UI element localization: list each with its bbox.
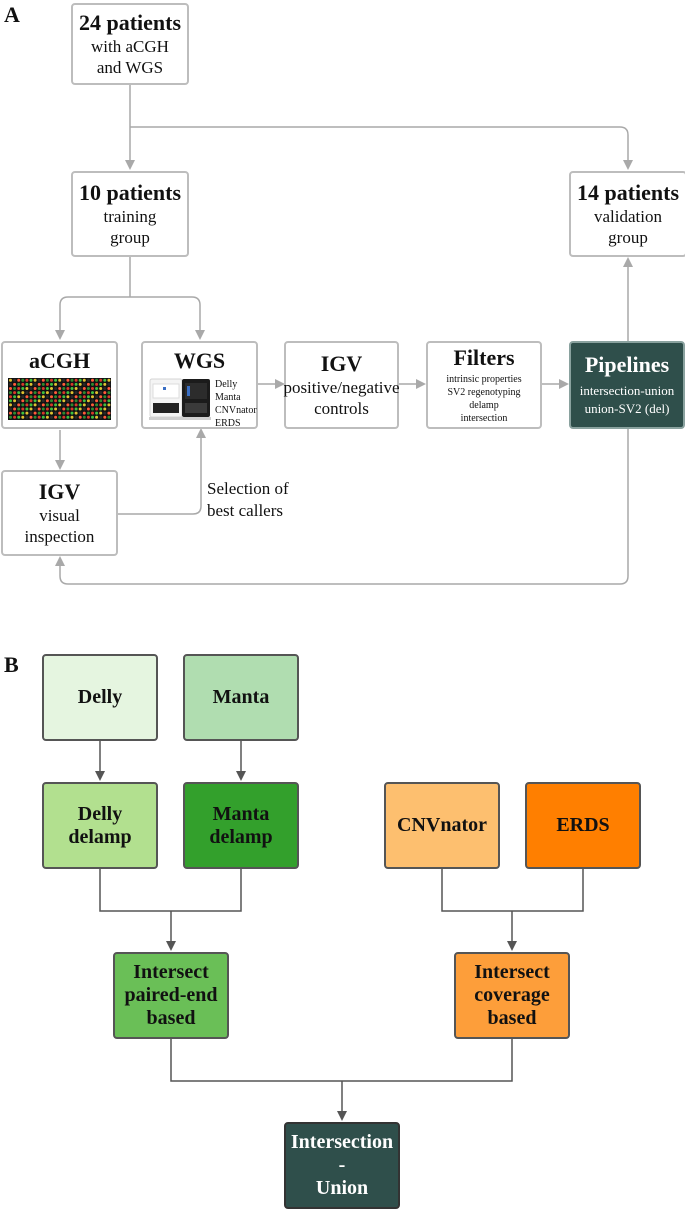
validation-group-box: 14 patients validation group <box>569 171 685 257</box>
manta-delamp-box: Manta delamp <box>183 782 299 869</box>
acgh-title: aCGH <box>28 348 91 373</box>
all-patients-title: 24 patients <box>78 10 182 35</box>
igv-controls-box: IGV positive/negative controls <box>283 341 400 429</box>
cnvnator-box: CNVnator <box>384 782 500 869</box>
manta-box: Manta <box>183 654 299 741</box>
intersect-pe-line1: Intersect <box>133 961 209 983</box>
igv-controls-line1: positive/negative <box>283 378 400 397</box>
selection-note-line2: best callers <box>207 501 283 520</box>
cnvnator-label: CNVnator <box>397 814 487 836</box>
selection-note-line1: Selection of <box>207 479 289 498</box>
wgs-box: WGS Delly Manta CNVnator ERDS <box>141 341 258 429</box>
intersect-pe-line3: based <box>146 1007 196 1029</box>
igv-visual-box: IGV visual inspection <box>1 470 118 556</box>
manta-delamp-line1: Manta <box>212 802 270 825</box>
intersect-cov-line3: based <box>487 1007 537 1029</box>
filters-line-intersection: intersection <box>460 413 508 424</box>
intersect-cov-line2: coverage <box>474 984 550 1006</box>
training-group-box: 10 patients training group <box>71 171 189 257</box>
pipelines-line1: intersection-union <box>579 383 675 398</box>
erds-box: ERDS <box>525 782 641 869</box>
panel-letter-a: A <box>4 2 20 27</box>
training-title: 10 patients <box>78 180 182 205</box>
selection-note: Selection of best callers <box>207 478 289 522</box>
manta-delamp-line2: delamp <box>209 825 273 848</box>
delly-box: Delly <box>42 654 158 741</box>
final-line2: - <box>338 1154 346 1176</box>
all-patients-line1: with aCGH <box>91 37 169 56</box>
microarray-image <box>8 378 111 420</box>
intersect-coverage-box: Intersect coverage based <box>454 952 570 1039</box>
validation-line1: validation <box>594 207 662 226</box>
delly-label: Delly <box>77 686 123 708</box>
filters-line-delamp: delamp <box>469 400 499 411</box>
intersect-pe-line2: paired-end <box>124 984 218 1006</box>
wgs-title: WGS <box>173 348 226 373</box>
igv-visual-line1: visual <box>39 506 80 525</box>
validation-line2: group <box>608 228 648 247</box>
training-line1: training <box>103 207 157 226</box>
delly-delamp-box: Delly delamp <box>42 782 158 869</box>
all-patients-line2: and WGS <box>96 58 164 77</box>
final-line3: Union <box>315 1177 369 1199</box>
igv-controls-title: IGV <box>320 351 363 376</box>
erds-label: ERDS <box>556 814 610 836</box>
filters-box: Filters intrinsic properties SV2 regenot… <box>426 341 542 429</box>
filters-line-sv2: SV2 regenotyping <box>447 387 521 398</box>
sequencer-machine-image <box>149 378 211 420</box>
igv-visual-title: IGV <box>38 479 81 504</box>
acgh-box: aCGH <box>1 341 118 429</box>
pipelines-title: Pipelines <box>584 352 670 377</box>
final-line1: Intersection <box>290 1131 394 1153</box>
filters-title: Filters <box>453 345 515 370</box>
training-line2: group <box>110 228 150 247</box>
pipelines-box: Pipelines intersection-union union-SV2 (… <box>569 341 685 429</box>
delly-delamp-line1: Delly <box>77 802 123 825</box>
panel-letter-b: B <box>4 652 19 677</box>
igv-visual-line2: inspection <box>24 527 95 546</box>
pipelines-line2: union-SV2 (del) <box>584 401 670 416</box>
delly-delamp-line2: delamp <box>68 825 132 848</box>
validation-title: 14 patients <box>576 180 680 205</box>
wgs-caller-cnvnator: CNVnator <box>215 405 257 416</box>
manta-label: Manta <box>212 686 270 708</box>
wgs-caller-manta: Manta <box>215 392 241 403</box>
intersection-union-box: Intersection - Union <box>284 1122 400 1209</box>
all-patients-box: 24 patients with aCGH and WGS <box>71 3 189 85</box>
wgs-caller-delly: Delly <box>215 379 238 390</box>
igv-controls-line2: controls <box>314 399 369 418</box>
intersect-paired-end-box: Intersect paired-end based <box>113 952 229 1039</box>
filters-line-intrinsic: intrinsic properties <box>446 374 522 385</box>
wgs-caller-erds: ERDS <box>215 418 241 429</box>
intersect-cov-line1: Intersect <box>474 961 550 983</box>
